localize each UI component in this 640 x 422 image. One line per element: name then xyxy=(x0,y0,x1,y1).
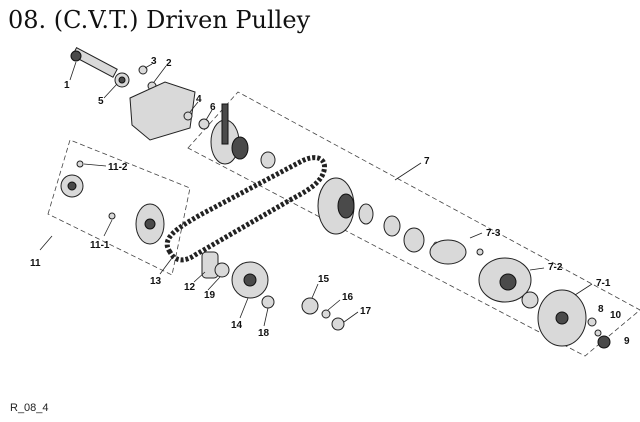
callout-3: 3 xyxy=(151,56,157,67)
part-9-nut[interactable] xyxy=(597,335,611,349)
callout-7: 7 xyxy=(424,156,430,167)
group-box-11 xyxy=(47,139,191,276)
callout-1: 1 xyxy=(64,80,70,91)
part-18-nut[interactable] xyxy=(261,295,275,309)
part-13-drive-belt[interactable] xyxy=(164,155,327,263)
small-pin[interactable] xyxy=(476,248,484,256)
movable-driven-face[interactable] xyxy=(210,103,249,165)
callout-7-2: 7-2 xyxy=(548,262,563,273)
part-11-2-roller[interactable] xyxy=(76,160,84,168)
callout-5: 5 xyxy=(98,96,104,107)
callout-9: 9 xyxy=(624,336,630,347)
callout-6: 6 xyxy=(210,102,216,113)
part-4-clip[interactable] xyxy=(183,111,193,121)
callout-17: 17 xyxy=(360,306,372,317)
part-10-washer[interactable] xyxy=(594,329,602,337)
part-16-spacer[interactable] xyxy=(321,309,331,319)
spring-seat[interactable] xyxy=(403,227,425,253)
cover-plate[interactable] xyxy=(129,81,196,141)
part-6-collar[interactable] xyxy=(198,118,210,130)
callout-7-1: 7-1 xyxy=(596,278,611,289)
callout-2: 2 xyxy=(166,58,172,69)
diagram-code: R_08_4 xyxy=(10,402,49,414)
callout-16: 16 xyxy=(342,292,354,303)
part-14-cooling-fan[interactable] xyxy=(231,261,269,299)
callout-19: 19 xyxy=(204,290,216,301)
callout-11: 11 xyxy=(30,258,41,269)
part-11-1-slider[interactable] xyxy=(108,212,116,220)
callout-11-2: 11-2 xyxy=(108,162,128,173)
part-11-drive-face-assembly[interactable] xyxy=(60,174,165,245)
part-19-washer[interactable] xyxy=(214,262,230,278)
part-1-shaft[interactable] xyxy=(70,46,118,78)
seal-ring[interactable] xyxy=(260,151,276,169)
fixed-driven-face[interactable] xyxy=(317,177,355,235)
part-17-nut[interactable] xyxy=(331,317,345,331)
callout-14: 14 xyxy=(231,320,243,331)
callout-8: 8 xyxy=(598,304,604,315)
callout-10: 10 xyxy=(610,310,622,321)
part-7-3-spring[interactable] xyxy=(429,239,467,265)
part-8-washer[interactable] xyxy=(587,317,597,327)
collar-b[interactable] xyxy=(383,215,401,237)
callout-7-3: 7-3 xyxy=(486,228,501,239)
part-7-1-clutch-outer[interactable] xyxy=(537,289,587,347)
callout-4: 4 xyxy=(196,94,202,105)
part-15-washer[interactable] xyxy=(301,297,319,315)
callout-13: 13 xyxy=(150,276,162,287)
part-12-bushing[interactable] xyxy=(201,251,219,279)
callout-12: 12 xyxy=(184,282,196,293)
spacer-ring[interactable] xyxy=(521,291,539,309)
collar-a[interactable] xyxy=(358,203,374,225)
part-7-2-clutch-assembly[interactable] xyxy=(478,257,532,303)
group-box-7 xyxy=(187,91,640,357)
callout-11-1: 11-1 xyxy=(90,240,110,251)
page-title: 08. (C.V.T.) Driven Pulley xyxy=(8,6,311,34)
part-5-bearing[interactable] xyxy=(114,72,130,88)
callout-18: 18 xyxy=(258,328,270,339)
callout-15: 15 xyxy=(318,274,330,285)
